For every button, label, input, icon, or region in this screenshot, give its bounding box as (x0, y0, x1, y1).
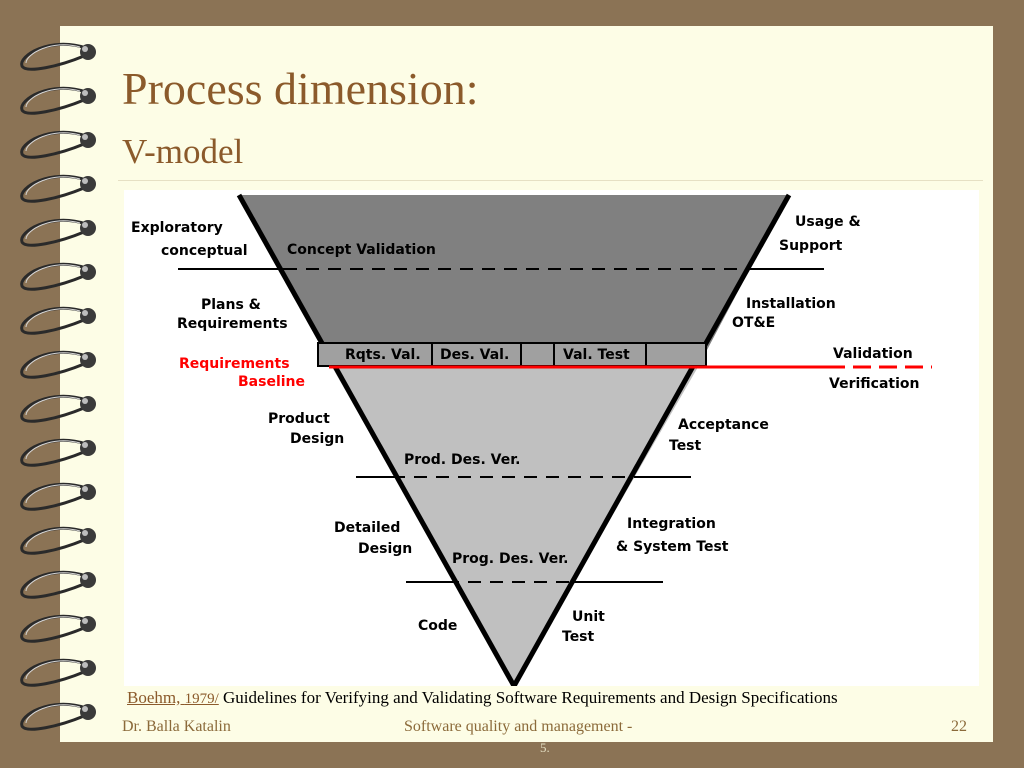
spiral-ring (20, 394, 96, 423)
lower-region (332, 367, 698, 686)
citation-author: Boehm, (127, 688, 185, 707)
label-concept-validation: Concept Validation (287, 242, 436, 258)
label-system-test: & System Test (616, 539, 729, 555)
label-usage: Usage & (795, 214, 861, 230)
citation-year: 1979/ (184, 691, 219, 707)
v-model-diagram: Exploratory conceptual Plans & Requireme… (124, 190, 979, 686)
spiral-ring (20, 174, 96, 203)
source-caption: Boehm, 1979/ Guidelines for Verifying an… (127, 688, 838, 708)
label-val-test: Val. Test (563, 347, 630, 363)
spiral-ring (20, 614, 96, 643)
label-support: Support (779, 238, 843, 254)
v-model-svg: Exploratory conceptual Plans & Requireme… (131, 193, 932, 686)
label-detailed: Detailed (334, 520, 400, 536)
label-installation: Installation (746, 296, 836, 312)
label-prod-des-ver: Prod. Des. Ver. (404, 452, 520, 468)
footer-page-number: 22 (951, 718, 967, 735)
spiral-ring (20, 42, 96, 71)
label-unit: Unit (572, 609, 605, 625)
label-verification: Verification (829, 376, 919, 392)
label-design-2: Design (358, 541, 412, 557)
label-design-1: Design (290, 431, 344, 447)
spiral-ring (20, 438, 96, 467)
citation-link[interactable]: Boehm, 1979/ (127, 688, 219, 707)
label-req-baseline-2: Baseline (238, 374, 305, 390)
slide-subtitle: V-model (122, 132, 244, 171)
title-divider (118, 180, 983, 181)
spiral-ring (20, 86, 96, 115)
footer-course-number: 5. (540, 740, 550, 755)
label-conceptual: conceptual (161, 243, 248, 259)
spiral-binding (20, 42, 96, 731)
label-integration: Integration (627, 516, 716, 532)
citation-text: Guidelines for Verifying and Validating … (218, 688, 838, 707)
spiral-ring (20, 306, 96, 335)
spiral-ring (20, 218, 96, 247)
label-req-baseline-1: Requirements (179, 356, 290, 372)
spiral-ring (20, 570, 96, 599)
label-des-val: Des. Val. (440, 347, 509, 363)
slide-title: Process dimension: (122, 63, 479, 114)
upper-region (239, 195, 789, 367)
footer-course: Software quality and management - (404, 718, 633, 735)
footer-author: Dr. Balla Katalin (122, 718, 231, 735)
spiral-ring (20, 130, 96, 159)
label-product: Product (268, 411, 330, 427)
spiral-ring (20, 262, 96, 291)
spiral-ring (20, 482, 96, 511)
spiral-ring (20, 526, 96, 555)
label-requirements: Requirements (177, 316, 288, 332)
label-test-2: Test (562, 629, 595, 645)
label-acceptance: Acceptance (678, 417, 769, 433)
v-left-edge (236, 193, 517, 686)
label-ote: OT&E (732, 315, 775, 331)
label-plans: Plans & (201, 297, 261, 313)
spiral-ring (20, 702, 96, 731)
spiral-ring (20, 350, 96, 379)
label-validation: Validation (833, 346, 913, 362)
v-right-edge (511, 193, 792, 686)
spiral-ring (20, 658, 96, 687)
label-prog-des-ver: Prog. Des. Ver. (452, 551, 568, 567)
label-exploratory: Exploratory (131, 220, 223, 236)
label-code: Code (418, 618, 457, 634)
label-test-1: Test (669, 438, 702, 454)
label-rqts-val: Rqts. Val. (345, 347, 421, 363)
